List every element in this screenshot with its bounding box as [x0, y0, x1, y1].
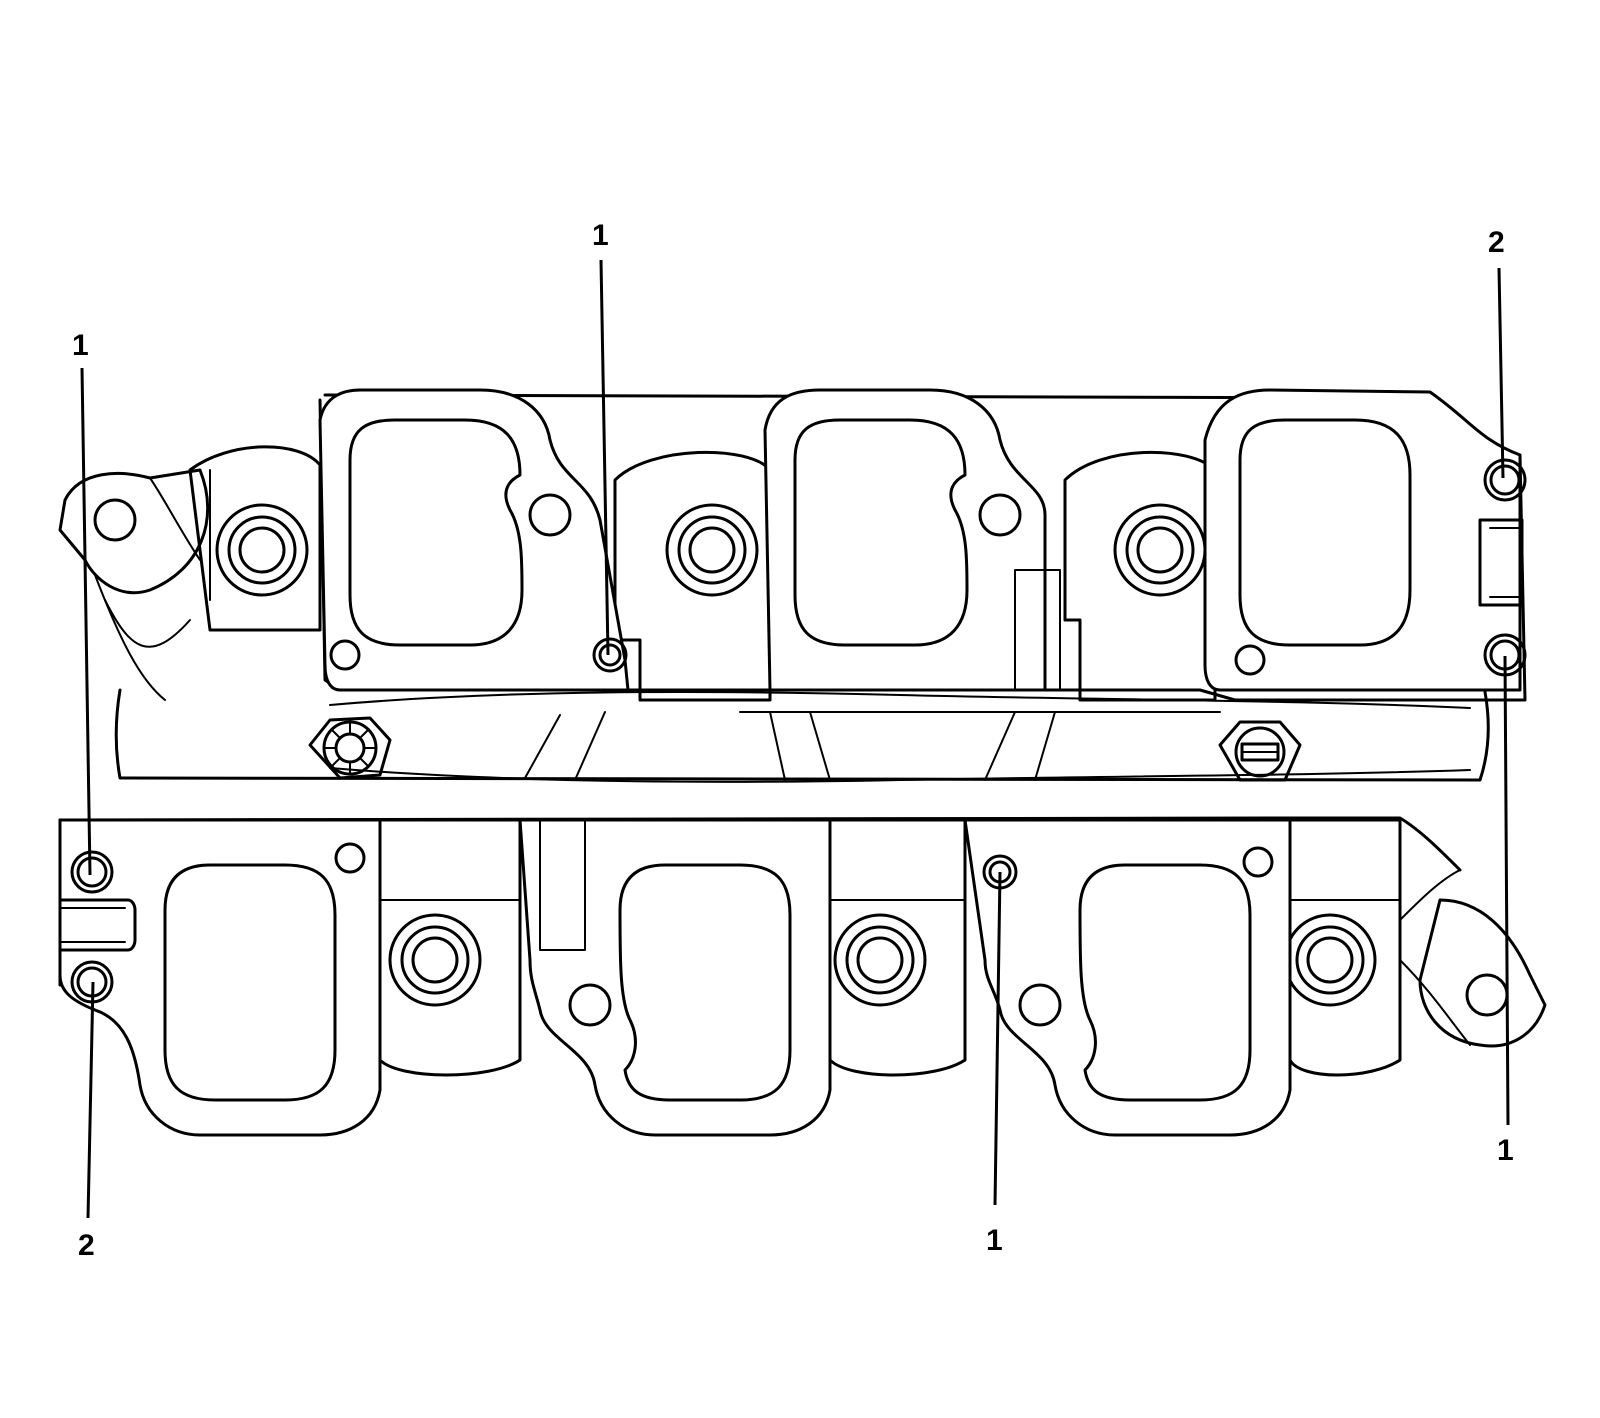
callout-1-lower-right: 1 [1497, 655, 1514, 1167]
manifold-center-body [114, 688, 1490, 783]
lower-right-ear [1399, 869, 1547, 1048]
lower-port-2 [518, 818, 832, 1137]
upper-bolt-boss-left [188, 445, 322, 632]
callout-1-upper-center: 1 [592, 219, 610, 656]
upper-port-1 [318, 388, 630, 692]
callout-1-upper-left: 1 [72, 329, 92, 876]
lower-bolt-boss-middle [828, 818, 967, 1077]
lower-flange [58, 816, 1547, 1137]
lower-bolt-boss-right [1283, 818, 1402, 1077]
sensor-right [1218, 720, 1302, 782]
callout-label: 1 [1497, 1134, 1514, 1167]
callout-label: 1 [72, 329, 89, 362]
callout-2-upper-right: 2 [1488, 226, 1505, 479]
callout-label: 1 [592, 219, 609, 252]
callout-label: 1 [986, 1224, 1003, 1257]
upper-bolt-boss-middle [613, 450, 772, 702]
callout-2-lower-left: 2 [78, 981, 95, 1262]
callout-label: 2 [78, 1229, 95, 1262]
lower-port-1 [58, 818, 382, 1137]
lower-port-3 [963, 818, 1292, 1137]
sensor-left [308, 716, 392, 780]
upper-bolt-boss-right [1063, 450, 1217, 702]
upper-left-ear [58, 468, 210, 701]
upper-port-2 [763, 388, 1061, 692]
upper-flange [58, 388, 1527, 702]
lower-bolt-boss-left [378, 818, 522, 1077]
upper-port-3 [1203, 388, 1527, 692]
callout-1-lower-center: 1 [986, 871, 1003, 1257]
callout-label: 2 [1488, 226, 1505, 259]
